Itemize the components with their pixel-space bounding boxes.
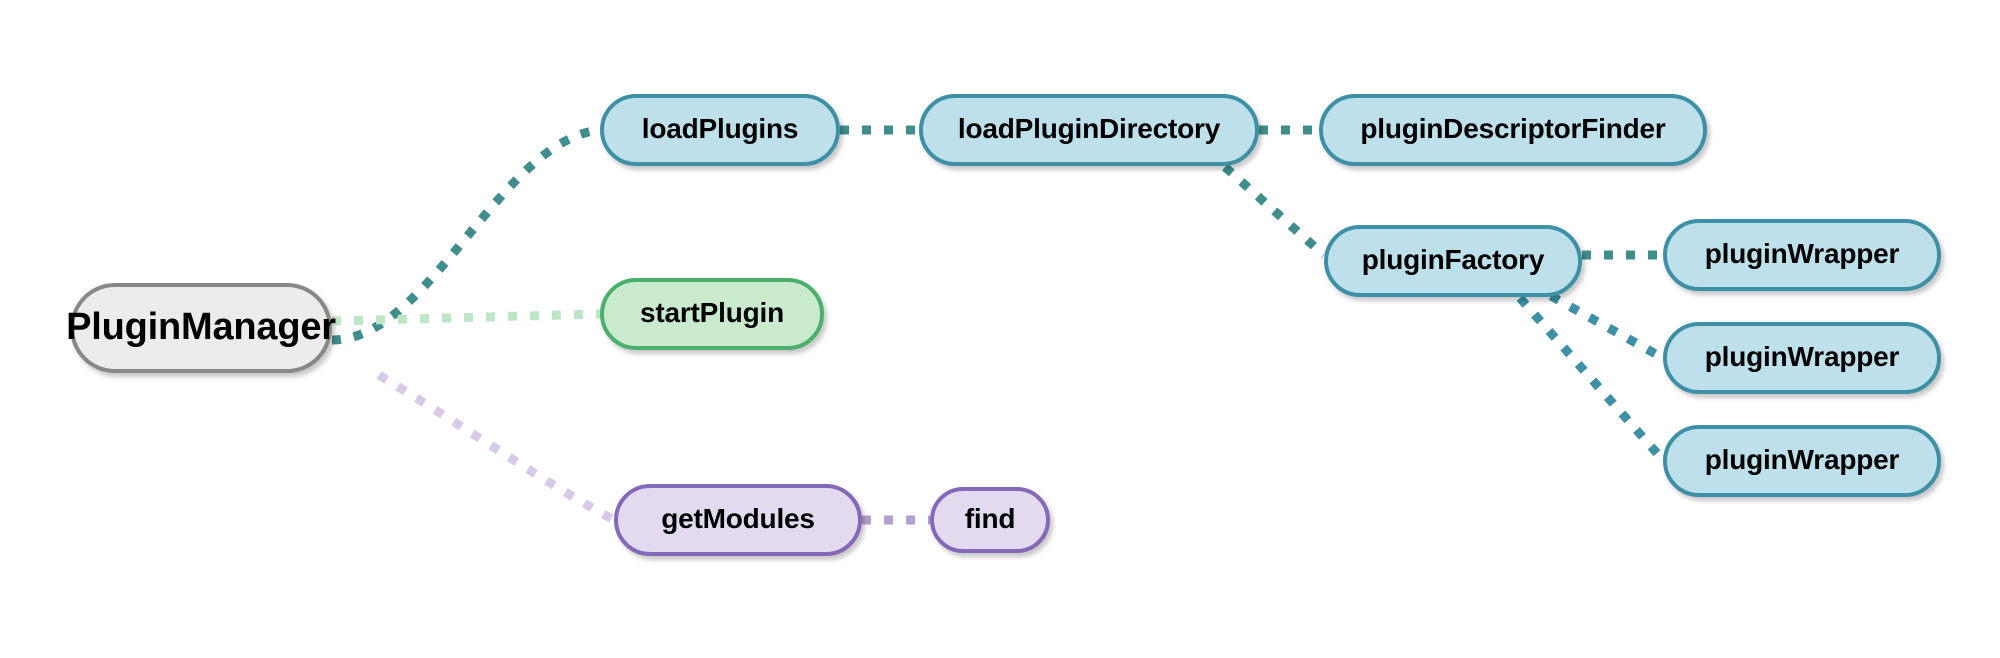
node-pluginDescriptorFinder[interactable]: pluginDescriptorFinder xyxy=(1319,94,1707,166)
node-label: getModules xyxy=(661,503,815,534)
edges-group xyxy=(331,125,1667,525)
edge-pluginManager-startPlugin xyxy=(331,309,601,326)
node-find[interactable]: find xyxy=(930,487,1050,553)
edge-pluginFactory-pluginWrapper2 xyxy=(1548,292,1666,362)
node-pluginWrapper-3[interactable]: pluginWrapper xyxy=(1663,425,1941,497)
edge-pluginFactory-pluginWrapper3 xyxy=(1516,295,1667,463)
node-pluginFactory[interactable]: pluginFactory xyxy=(1324,225,1582,297)
node-label: startPlugin xyxy=(639,297,785,328)
node-label: loadPluginDirectory xyxy=(957,113,1221,144)
edge-loadPluginDirectory-pluginFactory xyxy=(1222,163,1327,259)
node-label: pluginWrapper xyxy=(1704,341,1900,372)
node-label: loadPlugins xyxy=(641,113,799,144)
node-label: pluginDescriptorFinder xyxy=(1360,113,1666,144)
node-loadPlugins[interactable]: loadPlugins xyxy=(600,94,840,166)
node-loadPluginDirectory[interactable]: loadPluginDirectory xyxy=(919,94,1259,166)
node-pluginWrapper-2[interactable]: pluginWrapper xyxy=(1663,322,1941,394)
node-label: PluginManager xyxy=(66,306,336,348)
edge-pluginManager-getModules xyxy=(376,371,617,524)
node-label: find xyxy=(964,503,1016,534)
node-label: pluginFactory xyxy=(1361,244,1545,275)
node-label: pluginWrapper xyxy=(1704,238,1900,269)
node-startPlugin[interactable]: startPlugin xyxy=(600,278,824,350)
node-pluginWrapper-1[interactable]: pluginWrapper xyxy=(1663,219,1941,291)
node-getModules[interactable]: getModules xyxy=(614,484,862,556)
node-label: pluginWrapper xyxy=(1704,444,1900,475)
node-pluginManager[interactable]: PluginManager xyxy=(66,283,336,373)
edge-pluginManager-loadPlugins xyxy=(331,125,601,345)
